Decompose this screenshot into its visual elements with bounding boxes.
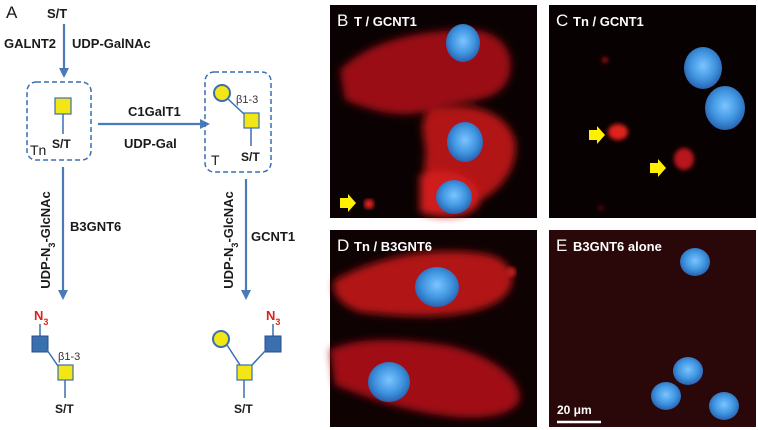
linkage-core3: β1-3 bbox=[58, 351, 80, 363]
core2-link-left bbox=[226, 344, 241, 366]
arrow-marker-c1 bbox=[589, 126, 605, 144]
t-residue: S/T bbox=[241, 150, 260, 164]
core3-residue: S/T bbox=[55, 402, 74, 416]
micrograph-b: B T / GCNT1 bbox=[330, 5, 537, 218]
galnac-square-core3 bbox=[57, 364, 74, 381]
micrograph-c-letter: C bbox=[556, 11, 568, 30]
nucleus-b1 bbox=[446, 24, 480, 62]
tn-residue: S/T bbox=[52, 137, 71, 151]
micrograph-e: 20 μm E B3GNT6 alone bbox=[549, 230, 756, 427]
nucleus-c2 bbox=[705, 86, 745, 130]
core3-link bbox=[46, 349, 59, 367]
linkage-t: β1-3 bbox=[236, 94, 258, 106]
start-residue: S/T bbox=[47, 6, 67, 21]
arrow-marker-c2 bbox=[650, 159, 666, 177]
gal-circle-core2 bbox=[212, 330, 230, 348]
pathway-diagram: A S/T GALNT2 UDP-GalNAc Tn S/T C1GalT1 U… bbox=[4, 3, 295, 416]
donor-galnac: UDP-GalNAc bbox=[72, 36, 151, 51]
tn-box bbox=[26, 81, 92, 161]
micrograph-d-letter: D bbox=[337, 236, 349, 255]
donor-azido-left: UDP-N3-GlcNAc bbox=[38, 191, 57, 288]
micrograph-d: D Tn / B3GNT6 bbox=[330, 230, 537, 427]
nucleus-b3 bbox=[436, 180, 472, 214]
galnac-square-core2 bbox=[236, 364, 253, 381]
micrograph-b-title: T / GCNT1 bbox=[354, 14, 417, 29]
core2-residue: S/T bbox=[234, 402, 253, 416]
micrograph-e-title: B3GNT6 alone bbox=[573, 239, 662, 254]
nucleus-c1 bbox=[684, 47, 722, 89]
nucleus-e4 bbox=[709, 392, 739, 420]
azide-label: N3 bbox=[34, 308, 48, 327]
gal-circle-t bbox=[213, 84, 231, 102]
donor-gal: UDP-Gal bbox=[124, 136, 177, 151]
enzyme-b3gnt6: B3GNT6 bbox=[70, 219, 121, 234]
stain-spot-b bbox=[364, 199, 374, 209]
nucleus-b2 bbox=[447, 122, 483, 162]
t-box bbox=[204, 71, 272, 173]
scale-bar-label: 20 μm bbox=[557, 403, 592, 417]
galnac-square-t bbox=[243, 112, 260, 129]
enzyme-c1galt1: C1GalT1 bbox=[128, 104, 181, 119]
t-label: T bbox=[211, 152, 220, 168]
enzyme-gcnt1: GCNT1 bbox=[251, 229, 295, 244]
micrograph-b-letter: B bbox=[337, 11, 348, 30]
nucleus-d2 bbox=[368, 362, 410, 402]
nucleus-e3 bbox=[651, 382, 681, 410]
t-link bbox=[227, 98, 245, 115]
micrograph-d-title: Tn / B3GNT6 bbox=[354, 239, 432, 254]
nucleus-e1 bbox=[680, 248, 710, 276]
micrograph-c-title: Tn / GCNT1 bbox=[573, 14, 644, 29]
panel-letter-a: A bbox=[6, 3, 18, 22]
micrograph-c: C Tn / GCNT1 bbox=[549, 5, 756, 218]
galnac-square-tn bbox=[54, 97, 72, 115]
core2-link-right bbox=[251, 349, 267, 366]
tn-label: Tn bbox=[30, 142, 46, 158]
donor-azido-right: UDP-N3-GlcNAc bbox=[221, 191, 240, 288]
micrograph-e-letter: E bbox=[556, 236, 567, 255]
glcnac-square-core2 bbox=[264, 335, 282, 353]
enzyme-galnt2: GALNT2 bbox=[4, 36, 56, 51]
nucleus-d1 bbox=[415, 267, 459, 307]
arrow-marker-b bbox=[340, 194, 356, 212]
nucleus-e2 bbox=[673, 357, 703, 385]
glcnac-square-core3 bbox=[31, 335, 49, 353]
